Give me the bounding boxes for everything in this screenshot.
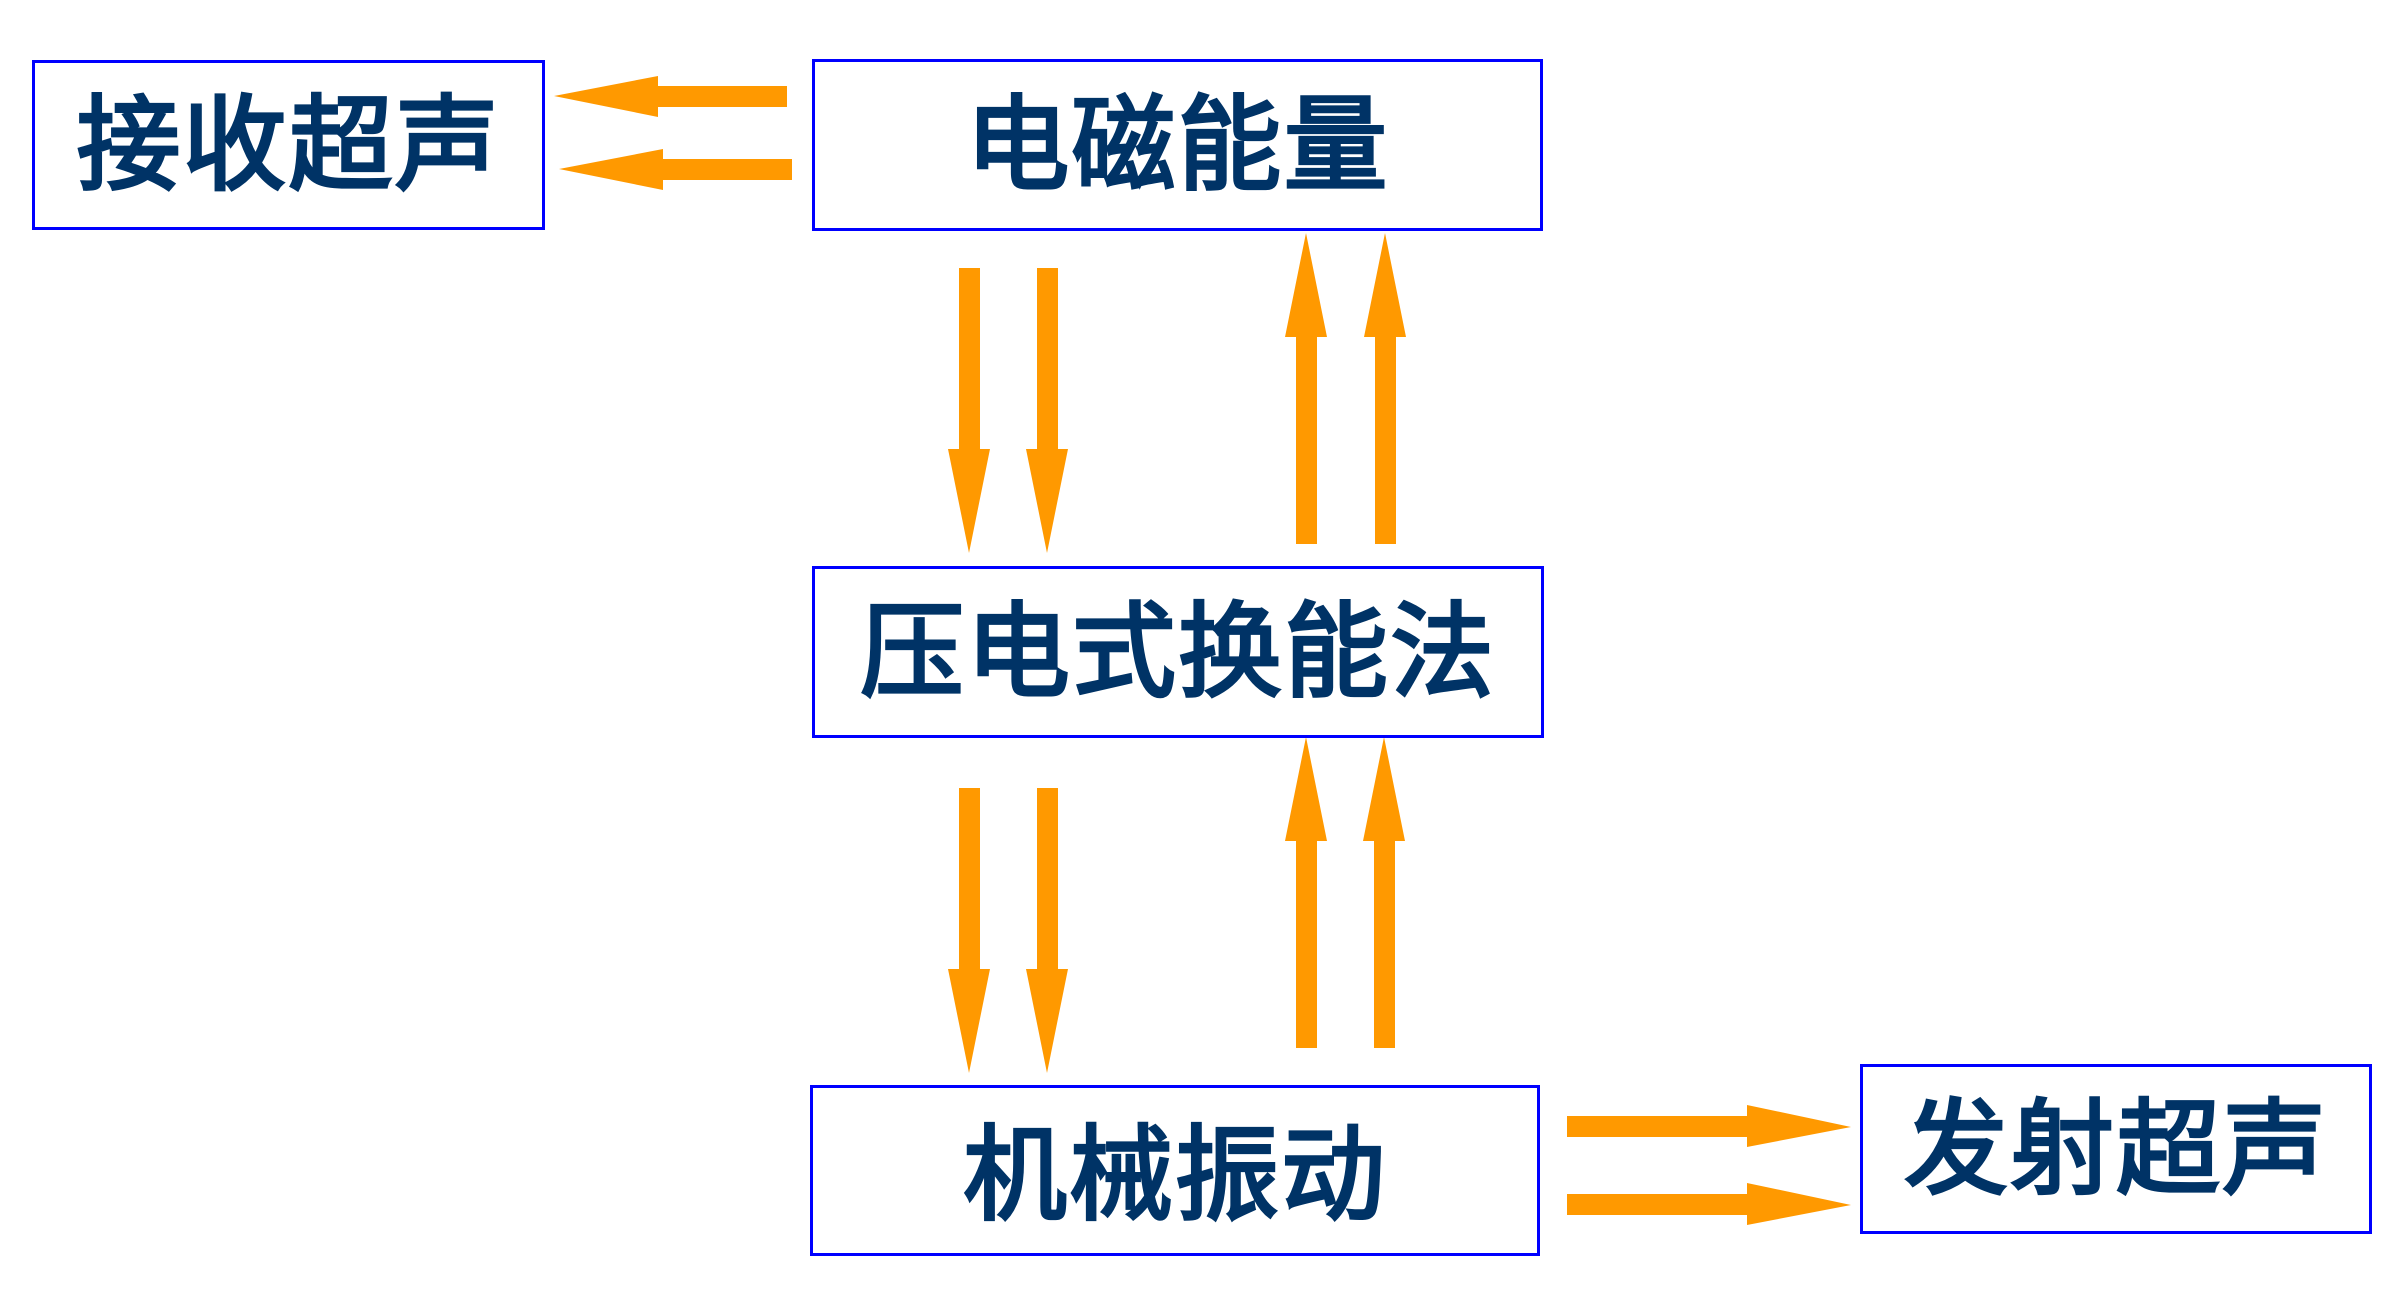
arrow-piezo-to-em-1	[1285, 233, 1327, 544]
arrow-piezo-to-mech-2	[1026, 788, 1068, 1073]
arrow-piezo-to-em-2	[1364, 233, 1406, 544]
arrow-mech-to-piezo-2	[1363, 737, 1405, 1048]
arrow-mech-to-emit-2	[1567, 1183, 1851, 1225]
arrow-em-to-piezo-2	[1026, 268, 1068, 553]
node-receive-ultrasound: 接收超声	[32, 60, 545, 230]
arrow-mech-to-emit-1	[1567, 1105, 1851, 1147]
arrow-mech-to-piezo-1	[1285, 737, 1327, 1048]
node-emit-ultrasound: 发射超声	[1860, 1064, 2372, 1234]
node-label: 发射超声	[1903, 1088, 2328, 1210]
node-label: 压电式换能法	[859, 591, 1496, 713]
node-label: 电磁能量	[965, 84, 1390, 206]
node-electromagnetic-energy: 电磁能量	[812, 59, 1543, 231]
arrow-piezo-to-mech-1	[948, 788, 990, 1073]
node-piezoelectric-transduction: 压电式换能法	[812, 566, 1544, 738]
arrow-em-to-receive-1	[554, 76, 787, 117]
node-label: 接收超声	[76, 84, 501, 206]
arrow-em-to-receive-2	[559, 149, 792, 190]
node-mechanical-vibration: 机械振动	[810, 1085, 1540, 1256]
node-label: 机械振动	[962, 1113, 1387, 1236]
arrow-em-to-piezo-1	[948, 268, 990, 553]
